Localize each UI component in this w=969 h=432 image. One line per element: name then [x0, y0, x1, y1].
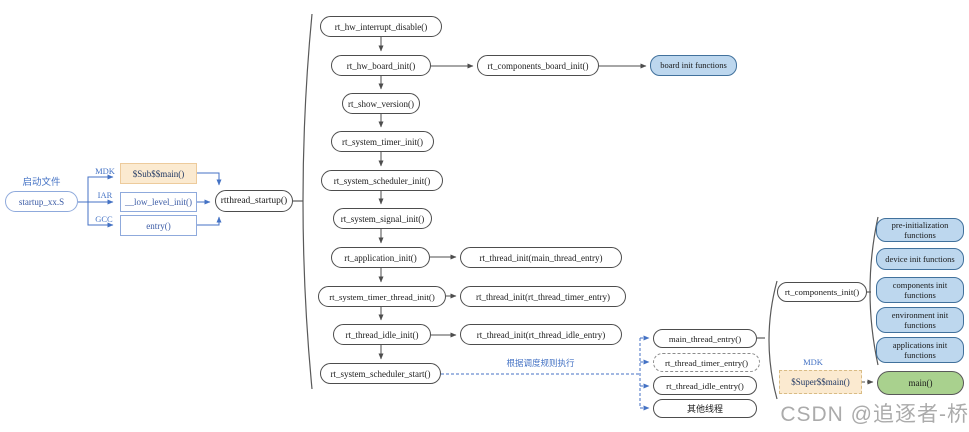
node-device-init-functions: device init functions — [876, 248, 964, 270]
node-rt-components-board-init: rt_components_board_init() — [477, 55, 599, 76]
node-rt-system-timer-thread-init: rt_system_timer_thread_init() — [318, 286, 446, 307]
node-thread-init-timer: rt_thread_init(rt_thread_timer_entry) — [460, 286, 626, 307]
scheduler-dashed-wires — [441, 335, 650, 411]
node-rt-system-timer-init: rt_system_timer_init() — [331, 131, 434, 152]
startup-group-label: 启动文件 — [22, 177, 61, 188]
node-startup-file: startup_xx.S — [5, 191, 78, 212]
node-main: main() — [877, 371, 964, 395]
node-rt-hw-interrupt-disable: rt_hw_interrupt_disable() — [320, 16, 442, 37]
node-rt-thread-timer-entry: rt_thread_timer_entry() — [653, 353, 760, 372]
toolchain-label-iar: IAR — [97, 189, 113, 200]
node-rt-thread-idle-entry: rt_thread_idle_entry() — [653, 376, 757, 395]
node-environment-init-functions: environment init functions — [876, 307, 964, 333]
node-rt-system-scheduler-start: rt_system_scheduler_start() — [320, 363, 441, 384]
node-rt-hw-board-init: rt_hw_board_init() — [331, 55, 431, 76]
node-rt-thread-idle-init: rt_thread_idle_init() — [333, 324, 431, 345]
toolchain-label-gcc: GCC — [95, 213, 113, 224]
node-entry: entry() — [120, 215, 197, 236]
node-rtthread-startup: rtthread_startup() — [215, 190, 293, 212]
node-rt-application-init: rt_application_init() — [331, 247, 430, 268]
node-super-main: $Super$$main() — [779, 370, 862, 394]
node-sub-main: $Sub$$main() — [120, 163, 197, 184]
node-thread-init-main: rt_thread_init(main_thread_entry) — [460, 247, 622, 268]
scheduler-rule-note: 根据调度规则执行 — [506, 358, 575, 368]
node-applications-init-functions: applications init functions — [876, 337, 964, 363]
node-main-thread-entry: main_thread_entry() — [653, 329, 757, 348]
node-low-level-init: __low_level_init() — [120, 192, 197, 212]
group-parens — [293, 13, 879, 400]
toolchain-label-mdk: MDK — [95, 165, 115, 176]
node-other-threads: 其他线程 — [653, 399, 757, 418]
csdn-watermark: CSDN @追逐者-桥 — [780, 403, 969, 426]
node-components-init-functions: components init functions — [876, 277, 964, 303]
node-rt-components-init: rt_components_init() — [777, 282, 867, 302]
node-thread-init-idle: rt_thread_init(rt_thread_idle_entry) — [460, 324, 622, 345]
node-rt-show-version: rt_show_version() — [342, 93, 420, 114]
sequence-arrows — [378, 37, 647, 360]
node-pre-initialization-functions: pre-initialization functions — [876, 218, 964, 242]
toolchain-label-mdk-2: MDK — [803, 356, 823, 367]
startup-branch-wires — [78, 172, 222, 228]
node-board-init-functions: board init functions — [650, 55, 737, 76]
node-rt-system-signal-init: rt_system_signal_init() — [333, 208, 432, 229]
node-rt-system-scheduler-init: rt_system_scheduler_init() — [321, 170, 443, 191]
